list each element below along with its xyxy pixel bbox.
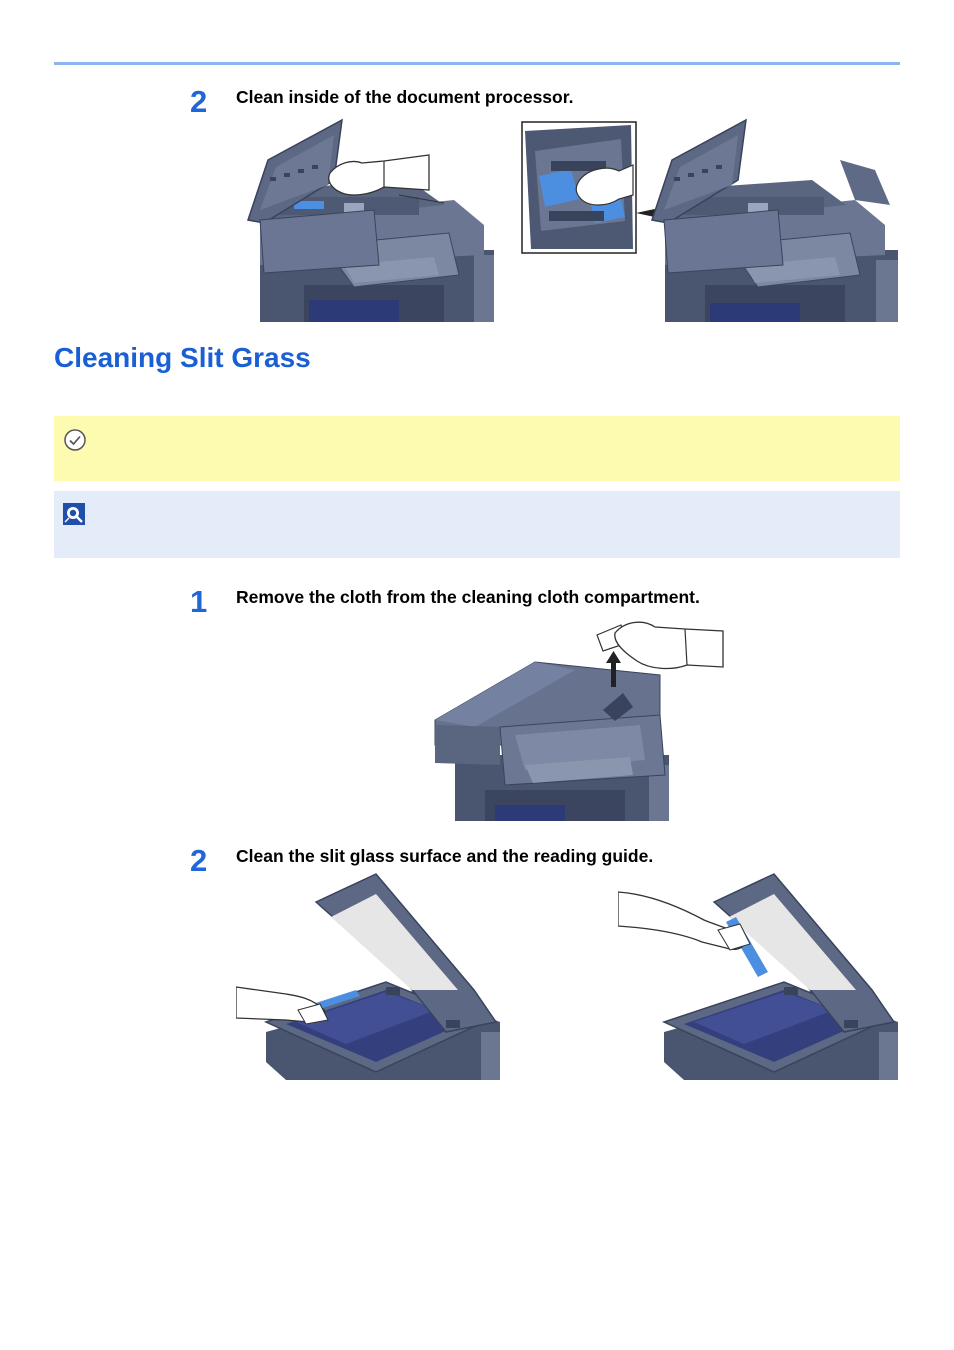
remove-cloth-illustration bbox=[434, 621, 724, 821]
step-instruction: Clean inside of the document processor. bbox=[236, 87, 574, 107]
tip-note bbox=[54, 491, 900, 558]
section-heading: Cleaning Slit Grass bbox=[54, 342, 311, 373]
detail-inset-illustration bbox=[521, 121, 637, 254]
step-instruction: Clean the slit glass surface and the rea… bbox=[236, 846, 654, 866]
step-number: 2 bbox=[190, 84, 208, 119]
check-circle-icon bbox=[64, 429, 86, 451]
processor-open-illustration-2 bbox=[651, 118, 898, 322]
step-number: 2 bbox=[190, 843, 208, 878]
clean-reading-guide-illustration bbox=[618, 873, 898, 1080]
top-rule bbox=[54, 62, 900, 65]
step-instruction: Remove the cloth from the cleaning cloth… bbox=[236, 587, 700, 607]
clean-slit-glass-illustration bbox=[236, 873, 500, 1080]
important-note bbox=[54, 416, 900, 481]
processor-open-illustration bbox=[247, 118, 494, 322]
tip-icon bbox=[63, 503, 85, 525]
step-number: 1 bbox=[190, 584, 208, 619]
